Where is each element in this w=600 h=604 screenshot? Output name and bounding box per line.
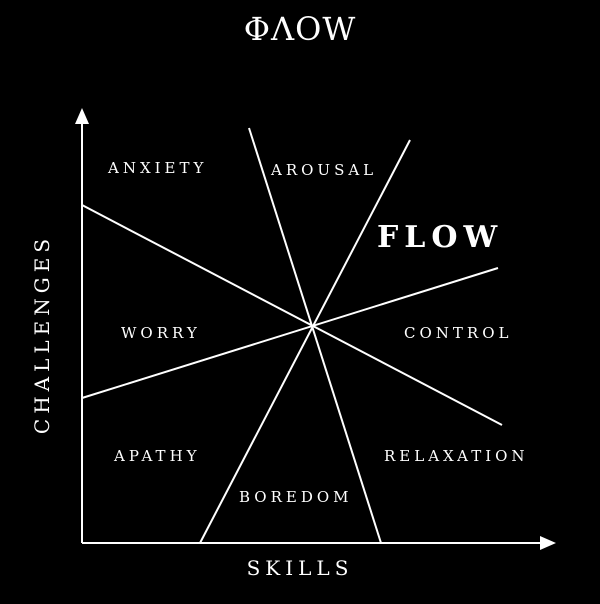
divider-anxiety-relaxation [81,204,503,426]
region-label-anxiety: ANXIETY [108,159,208,177]
divider-arousal-boredom [248,127,382,544]
region-label-boredom: BOREDOM [239,488,353,506]
region-label-arousal: AROUSAL [271,161,378,179]
x-axis-arrowhead [540,536,556,550]
diagram-title: ΦΛOW [243,10,357,48]
region-label-apathy: APATHY [114,447,201,465]
region-label-control: CONTROL [404,324,513,342]
region-label-relaxation: RELAXATION [384,447,529,465]
divider-worry-control [81,267,499,399]
y-axis-label: CHALLENGES [30,233,54,435]
y-axis-arrowhead [75,108,89,124]
x-axis-label: SKILLS [246,556,354,580]
divider-flow-apathy [199,139,411,544]
region-label-worry: WORRY [121,324,201,342]
region-label-flow: FLOW [377,220,504,255]
